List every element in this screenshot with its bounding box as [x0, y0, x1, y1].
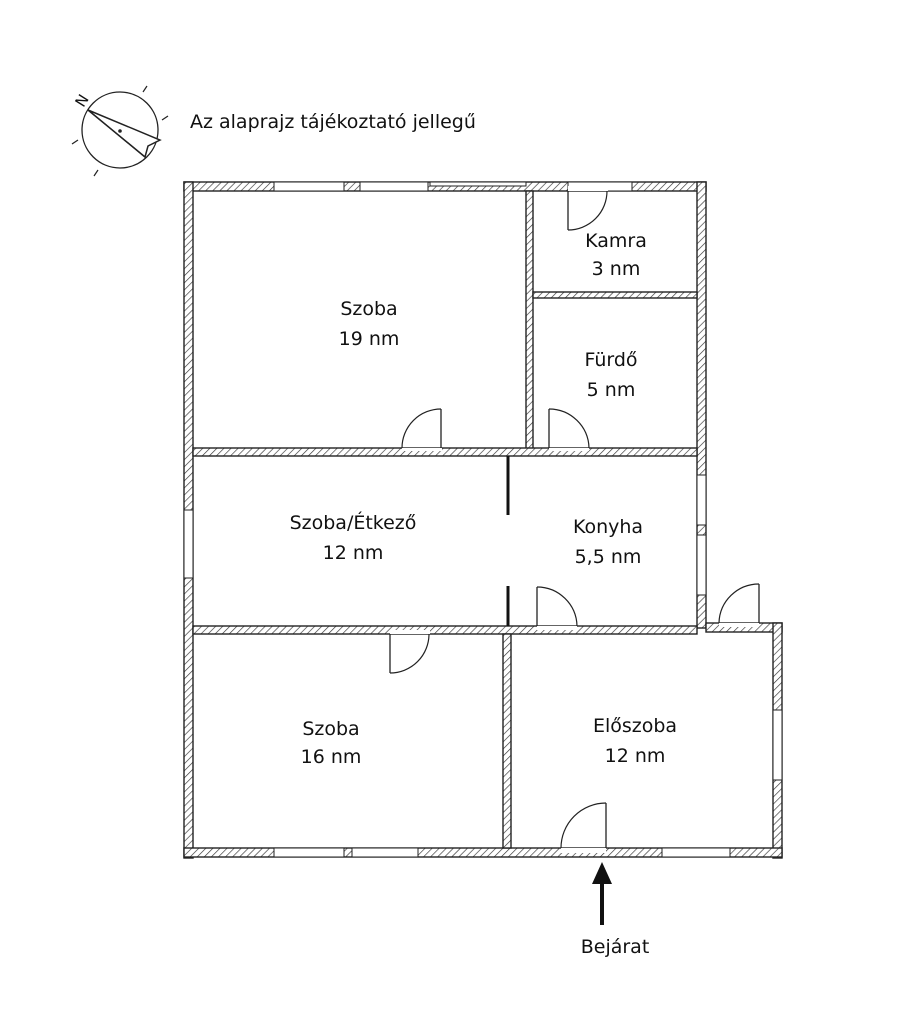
- room-kamra: Kamra 3 nm: [585, 230, 647, 280]
- room-name: Fürdő: [584, 349, 637, 371]
- room-furdo: Fürdő 5 nm: [584, 349, 637, 401]
- room-name: Szoba: [340, 298, 397, 320]
- room-area: 19 nm: [339, 328, 400, 350]
- entrance-label: Bejárat: [581, 936, 650, 958]
- room-konyha: Konyha 5,5 nm: [573, 516, 643, 568]
- room-szoba-etkezo: Szoba/Étkező 12 nm: [290, 511, 417, 564]
- room-name: Kamra: [585, 230, 647, 252]
- room-area: 16 nm: [301, 746, 362, 768]
- room-name: Szoba/Étkező: [290, 511, 417, 534]
- room-area: 5 nm: [587, 379, 636, 401]
- room-area: 12 nm: [605, 745, 666, 767]
- windows: [183, 181, 783, 858]
- room-szoba-16: Szoba 16 nm: [301, 718, 362, 768]
- disclaimer-note: Az alaprajz tájékoztató jellegű: [190, 111, 476, 133]
- walls: [183, 181, 783, 859]
- room-area: 5,5 nm: [575, 546, 642, 568]
- entrance-arrow-icon: [592, 862, 612, 925]
- room-eloszoba: Előszoba 12 nm: [593, 715, 677, 767]
- room-name: Előszoba: [593, 715, 677, 737]
- room-name: Szoba: [302, 718, 359, 740]
- doors: [389, 186, 760, 853]
- north-arrow-icon: N: [72, 85, 169, 177]
- room-szoba-19: Szoba 19 nm: [339, 298, 400, 350]
- room-area: 3 nm: [592, 258, 641, 280]
- room-name: Konyha: [573, 516, 643, 538]
- room-area: 12 nm: [323, 542, 384, 564]
